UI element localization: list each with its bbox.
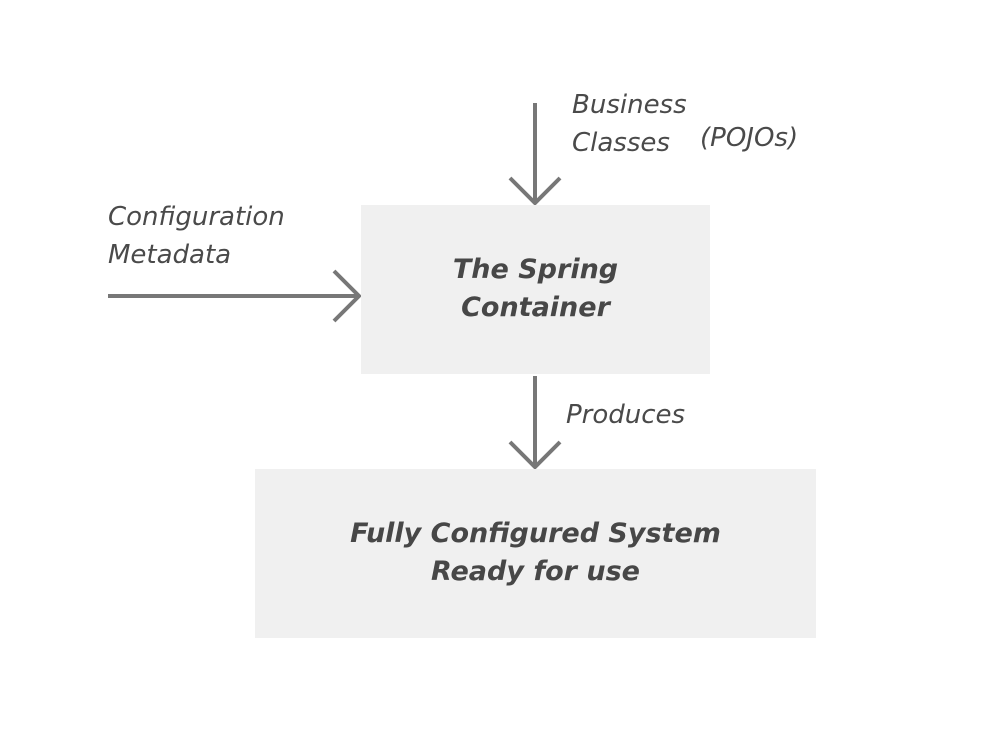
arrow-config-to-container	[108, 269, 362, 323]
configuration-metadata-label: Configuration Metadata	[108, 198, 285, 274]
business-classes-line-2: Classes	[572, 128, 670, 158]
spring-container-line-2: Container	[461, 291, 610, 323]
configured-system-box: Fully Configured System Ready for use	[255, 469, 816, 638]
produces-label: Produces	[566, 400, 686, 430]
business-classes-line-1: Business	[572, 90, 687, 120]
arrow-container-to-system	[508, 376, 562, 470]
configured-system-line-2: Ready for use	[431, 555, 640, 587]
pojos-label: (POJOs)	[700, 123, 799, 153]
spring-container-box: The Spring Container	[361, 205, 710, 374]
configuration-metadata-line-1: Configuration	[108, 202, 285, 232]
configured-system-line-1: Fully Configured System	[350, 517, 721, 549]
spring-container-line-1: The Spring	[452, 253, 619, 285]
business-classes-label: Business Classes	[572, 86, 687, 162]
arrow-business-to-container	[508, 103, 562, 206]
configuration-metadata-line-2: Metadata	[108, 240, 232, 270]
